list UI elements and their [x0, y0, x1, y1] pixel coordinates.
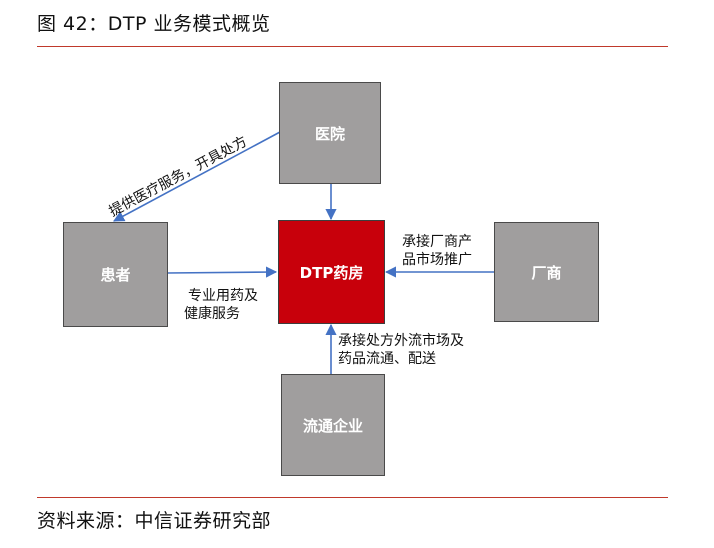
label-pharmacy-to-patient-1: 专业用药及 — [188, 288, 258, 304]
arrow-patient-to-pharmacy — [166, 266, 278, 278]
source-note: 资料来源：中信证券研究部 — [37, 510, 272, 532]
label-distributor-to-pharmacy-2: 药品流通、配送 — [338, 351, 436, 367]
label-manufacturer-to-pharmacy-1: 承接厂商产 — [402, 234, 472, 250]
distributor-node: 流通企业 — [281, 374, 385, 476]
top-divider — [37, 46, 668, 47]
manufacturer-node: 厂商 — [494, 222, 599, 322]
dtp-pharmacy-node: DTP药房 — [278, 220, 385, 324]
arrow-hospital-to-patient — [113, 131, 281, 222]
label-manufacturer-to-pharmacy-2: 品市场推广 — [402, 252, 472, 268]
figure-title: 图 42：DTP 业务模式概览 — [37, 13, 271, 35]
patient-node: 患者 — [63, 222, 168, 327]
hospital-node: 医院 — [279, 82, 381, 184]
bottom-divider — [37, 497, 668, 498]
label-pharmacy-to-patient-2: 健康服务 — [184, 306, 240, 322]
label-distributor-to-pharmacy-1: 承接处方外流市场及 — [338, 333, 464, 349]
